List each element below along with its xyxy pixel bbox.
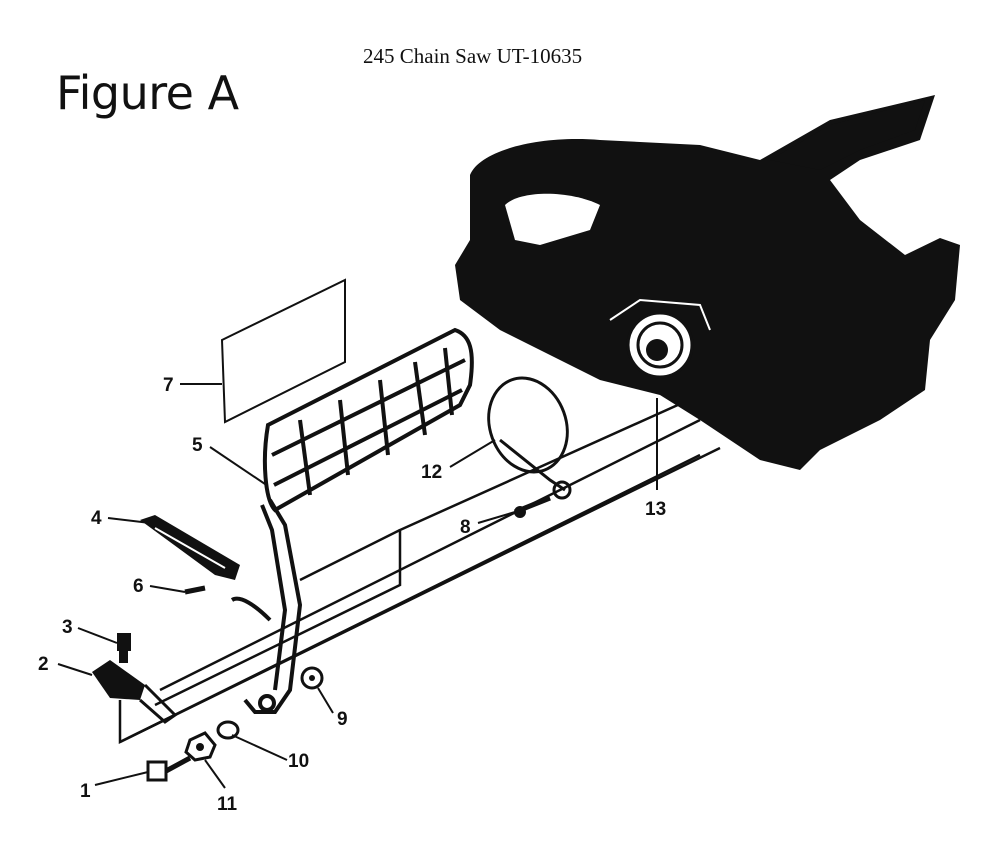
callout-8: 8 (460, 517, 471, 538)
part-3-bolt (117, 633, 131, 663)
part-12-spring (487, 376, 572, 500)
figure-title: Figure A (56, 66, 239, 120)
callout-9: 9 (337, 709, 348, 730)
callout-12: 12 (421, 462, 442, 483)
chain-saw-body (455, 95, 960, 470)
callout-6: 6 (133, 576, 144, 597)
part-5-hand-guard (230, 327, 474, 714)
diagram-caption: 245 Chain Saw UT-10635 (363, 44, 583, 68)
callout-1: 1 (80, 781, 91, 802)
callout-10: 10 (288, 751, 309, 772)
callout-13: 13 (645, 499, 666, 520)
callout-4: 4 (91, 508, 102, 529)
part-1-bolt (146, 755, 192, 782)
callout-5: 5 (192, 435, 203, 456)
guide-bar-outline (118, 393, 721, 745)
callout-11: 11 (217, 794, 238, 815)
leader-lines (57, 383, 658, 789)
part-9-washer (300, 666, 324, 690)
part-7-decal (220, 278, 346, 424)
callout-2: 2 (38, 654, 49, 675)
part-4-lever (140, 515, 240, 580)
part-11-nut (184, 731, 217, 762)
part-6-screw (184, 585, 206, 595)
part-2-bracket (92, 660, 178, 724)
part-8-screw (514, 495, 551, 518)
part-10-washer (216, 720, 240, 740)
callout-3: 3 (62, 617, 73, 638)
callout-7: 7 (163, 375, 174, 396)
